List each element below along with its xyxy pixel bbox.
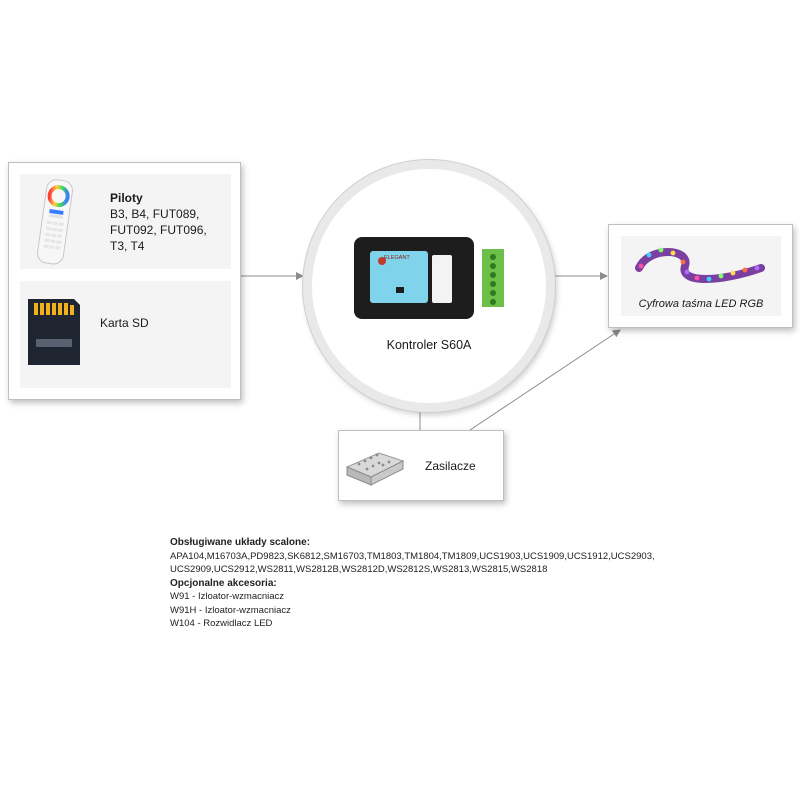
arrow-power-to-strip [469,329,621,431]
led-dot [706,276,712,282]
device-brand: ELEGANT [384,255,410,261]
led-dot [742,267,748,273]
remote-control-icon [37,179,73,265]
led-strip-icon [635,247,765,283]
controller-node: ELEGANT Kontroler S60A [303,160,555,412]
remotes-card: Piloty B3, B4, FUT089, FUT092, FUT096, T… [20,174,231,269]
chips-heading: Obsługiwane układy scalone: [170,537,311,548]
controller-device-image [354,237,504,319]
power-supply-panel: Zasilacze [338,430,504,501]
led-dot [658,247,664,253]
led-dot [684,269,690,275]
led-dot [680,259,686,265]
accessory-item: W91H - Izloator-wzmacniacz [170,604,291,616]
notes-block: Obsługiwane układy scalone: APA104,M1670… [170,536,730,631]
chips-line-1: APA104,M16703A,PD9823,SK6812,SM16703,TM1… [170,550,655,562]
remotes-models-line1: B3, B4, FUT089, [110,207,200,221]
led-strip-label: Cyfrowa taśma LED RGB [638,298,764,310]
power-supply-label: Zasilacze [425,459,476,473]
led-strip-panel: Cyfrowa taśma LED RGB [608,224,793,328]
inputs-panel: Piloty B3, B4, FUT089, FUT092, FUT096, T… [8,162,241,400]
power-supply-icon [345,452,405,486]
sd-card-card: Karta SD [20,281,231,388]
led-dot [730,270,736,276]
led-dot [754,265,760,271]
led-dot [646,252,652,258]
led-dot [718,273,724,279]
controller-name: Kontroler S60A [386,338,472,352]
remotes-title: Piloty [110,191,143,205]
remotes-models-line3: T3, T4 [110,239,145,253]
accessory-item: W104 - Rozwidlacz LED [170,618,273,629]
remotes-models-line2: FUT092, FUT096, [110,223,207,237]
led-dot [638,263,644,269]
chips-line-2: UCS2909,UCS2912,WS2811,WS2812B,WS2812D,W… [170,564,548,575]
sd-card-title: Karta SD [100,316,149,330]
sd-card-icon [28,299,80,365]
accessories-heading: Opcjonalne akcesoria: [170,577,277,589]
led-dot [694,275,700,281]
led-dot [670,250,676,256]
led-strip-card: Cyfrowa taśma LED RGB [621,236,781,316]
accessory-item: W91 - Izloator-wzmacniacz [170,591,285,602]
